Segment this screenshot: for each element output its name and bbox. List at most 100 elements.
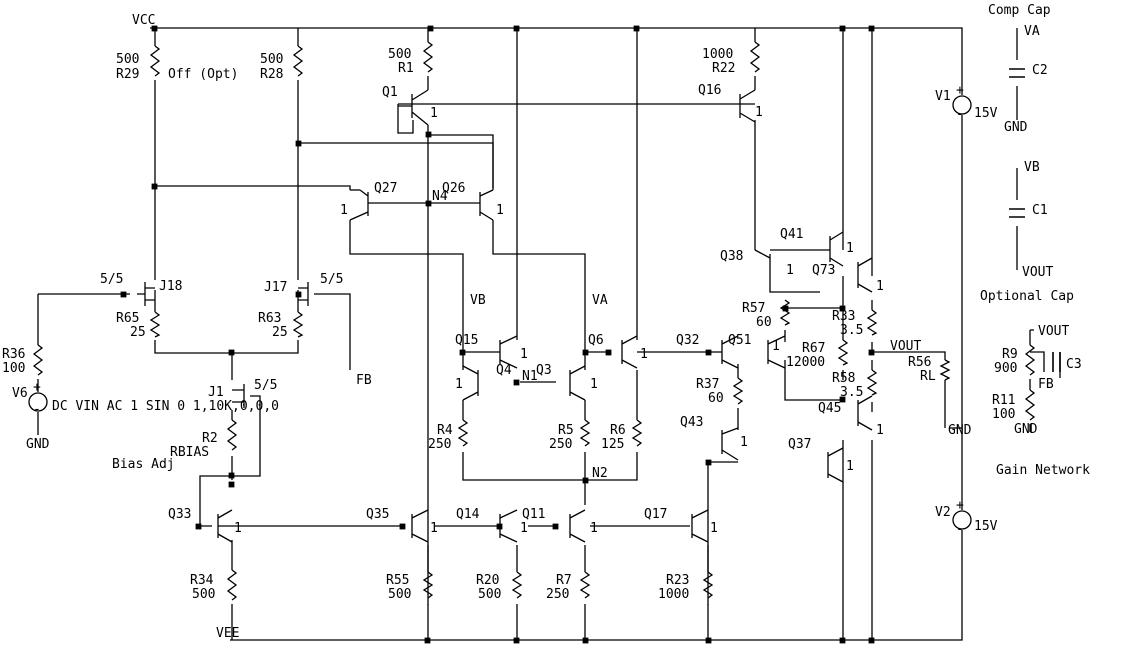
r20-ref: R20 (476, 573, 499, 588)
r58-value: 3.5 (840, 385, 863, 400)
q17-m: 1 (710, 521, 718, 536)
q15-m: 1 (455, 377, 463, 392)
q15-ref: Q15 (455, 333, 478, 348)
q35-ref: Q35 (366, 507, 389, 522)
j1-ref: J1 (208, 385, 224, 400)
r33-value: 3.5 (840, 323, 863, 338)
gnd-label-v6: GND (26, 437, 50, 452)
q43-ref: Q43 (680, 415, 703, 430)
gnd-label-comp: GND (1004, 120, 1028, 135)
q26-ref: Q26 (442, 181, 465, 196)
q51-m: 1 (772, 339, 780, 354)
q6-ref: Q6 (588, 333, 604, 348)
r33-ref: R33 (832, 309, 855, 324)
v1-plus: + (956, 83, 964, 98)
vout-label-comp: VOUT (1022, 265, 1053, 280)
c1-label: C1 (1032, 203, 1048, 218)
q16-m: 1 (755, 105, 763, 120)
r65-value: 25 (130, 325, 146, 340)
junction-dots (120, 25, 875, 644)
vout-label-gain: VOUT (1038, 324, 1069, 339)
q17-ref: Q17 (644, 507, 667, 522)
r22-value: 1000 (702, 47, 733, 62)
v1-ref: V1 (935, 89, 951, 104)
v6-minus: - (33, 402, 41, 417)
r56-value: RL (920, 369, 936, 384)
r2-ref: R2 (202, 431, 218, 446)
j18-ratio: 5/5 (100, 272, 123, 287)
q35-m: 1 (430, 521, 438, 536)
q37-m: 1 (846, 459, 854, 474)
r22-ref: R22 (712, 61, 735, 76)
r34-value: 500 (192, 587, 215, 602)
q11-m: 1 (590, 521, 598, 536)
r63-value: 25 (272, 325, 288, 340)
r6-value: 125 (601, 437, 624, 452)
v2-minus: - (956, 522, 964, 537)
q51-ref: Q51 (728, 333, 751, 348)
q45-ref: Q45 (818, 401, 841, 416)
r23-ref: R23 (666, 573, 689, 588)
q32-ref: Q32 (676, 333, 699, 348)
q27-ref: Q27 (374, 181, 397, 196)
r4-value: 250 (428, 437, 451, 452)
j18-ref: J18 (159, 279, 182, 294)
q33-ref: Q33 (168, 507, 191, 522)
r57-value: 60 (756, 315, 772, 330)
r11-ref: R11 (992, 393, 1015, 408)
v6-ref: V6 (12, 386, 28, 401)
r11-value: 100 (992, 407, 1015, 422)
r37-value: 60 (708, 391, 724, 406)
c3-label: C3 (1066, 357, 1082, 372)
j17-ratio: 5/5 (320, 272, 343, 287)
va-label-comp: VA (1024, 24, 1040, 39)
vout-net-label-main: VOUT (890, 339, 921, 354)
r9-value: 900 (994, 361, 1017, 376)
r2-value: RBIAS (170, 445, 209, 460)
r65-ref: R65 (116, 311, 139, 326)
q33-m: 1 (234, 521, 242, 536)
q1-m: 1 (430, 106, 438, 121)
r34-ref: R34 (190, 573, 214, 588)
c2-label: C2 (1032, 63, 1048, 78)
r67-ref: R67 (802, 341, 825, 356)
q73-ref: Q73 (812, 263, 835, 278)
r7-value: 250 (546, 587, 569, 602)
n2-net-label: N2 (592, 466, 608, 481)
r56-ref: R56 (908, 355, 931, 370)
v2-ref: V2 (935, 505, 951, 520)
r36-value: 100 (2, 361, 25, 376)
q4-m: 1 (520, 347, 528, 362)
r58-ref: R58 (832, 371, 855, 386)
r6-ref: R6 (610, 423, 626, 438)
resistor-symbols (32, 41, 1036, 601)
v1-minus: - (956, 107, 964, 122)
q6-m: 1 (640, 347, 648, 362)
j17-ref: J17 (264, 280, 287, 295)
vb-label-comp: VB (1024, 160, 1040, 175)
fb-label-gain: FB (1038, 377, 1054, 392)
n4-net-label: N4 (432, 189, 448, 204)
vee-label: VEE (216, 626, 239, 641)
q37-ref: Q37 (788, 437, 811, 452)
q3-m: 1 (590, 377, 598, 392)
r9-ref: R9 (1002, 347, 1018, 362)
r55-value: 500 (388, 587, 411, 602)
q43-m: 1 (740, 435, 748, 450)
r37-ref: R37 (696, 377, 719, 392)
r5-ref: R5 (558, 423, 574, 438)
q73-m: 1 (876, 279, 884, 294)
v6-plus: + (33, 380, 41, 395)
comp-cap-title: Comp Cap (988, 3, 1051, 18)
r67-value: 12000 (786, 355, 825, 370)
r7-ref: R7 (556, 573, 572, 588)
gnd-label-gain: GND (1014, 422, 1038, 437)
v2-plus: + (956, 498, 964, 513)
r5-value: 250 (549, 437, 572, 452)
transistor-symbols (144, 89, 873, 543)
q41-m: 1 (846, 241, 854, 256)
v6-spec: DC VIN AC 1 SIN 0 1,10K,0,0,0 (52, 399, 279, 414)
q11-ref: Q11 (522, 507, 545, 522)
j1-ratio: 5/5 (254, 378, 277, 393)
